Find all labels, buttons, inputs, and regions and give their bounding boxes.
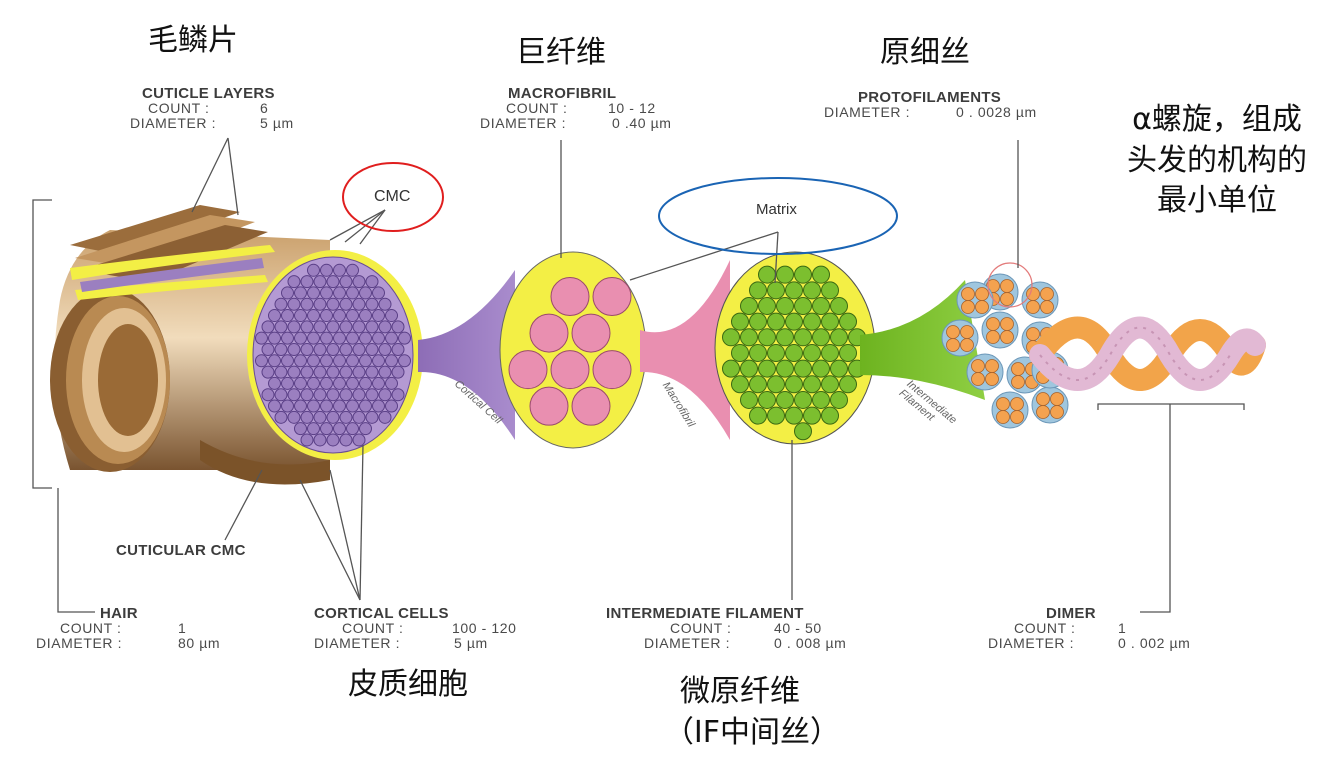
- leader-lines: [32, 137, 1245, 613]
- cuticular-cmc-label: CUTICULAR CMC: [116, 542, 246, 559]
- intermediate-filament-disc: [714, 251, 876, 445]
- macrofibril-label: MACROFIBRIL COUNT :10 - 12 DIAMETER :0 .…: [480, 85, 672, 131]
- intermediate-filament-label: INTERMEDIATE FILAMENT COUNT :40 - 50 DIA…: [606, 605, 847, 651]
- cmc-annotation: CMC: [374, 188, 411, 205]
- macrofibril-connector: [640, 260, 730, 440]
- cortical-cell-connector: [418, 270, 515, 440]
- alpha-helix-chinese-label: α螺旋，组成 头发的机构的 最小单位: [1127, 102, 1307, 218]
- protofilament-chinese-label: 原细丝: [880, 35, 970, 70]
- dimer-label: DIMER COUNT :1 DIAMETER :0 . 002 µm: [988, 605, 1191, 651]
- dimer-helix: [1029, 316, 1266, 391]
- cmc-highlight-circle: [342, 162, 444, 232]
- protofilaments-label: PROTOFILAMENTS DIAMETER :0 . 0028 µm: [824, 89, 1037, 120]
- intermediate-filament-connector: [860, 280, 985, 400]
- protofilaments-cluster: [941, 262, 1069, 429]
- hair-fiber-illustration: [50, 205, 330, 485]
- cuticle-chinese-label: 毛鳞片: [148, 23, 238, 58]
- cortical-cells-label: CORTICAL CELLS COUNT :100 - 120 DIAMETER…: [314, 605, 517, 651]
- macrofibril-disc: [499, 251, 647, 449]
- hair-label: HAIR COUNT :1 DIAMETER :80 µm: [36, 605, 221, 651]
- macrofibril-chinese-label: 巨纤维: [516, 35, 606, 70]
- intermediate-filament-chinese-label: 微原纤维 （IF中间丝）: [663, 674, 840, 750]
- matrix-annotation: Matrix: [756, 201, 797, 218]
- cortical-cells-chinese-label: 皮质细胞: [348, 667, 468, 702]
- matrix-highlight-ellipse: [658, 177, 898, 255]
- cuticle-layers-label: CUTICLE LAYERS COUNT :6 DIAMETER :5 µm: [130, 85, 294, 131]
- cortical-cells-disc: [247, 250, 423, 460]
